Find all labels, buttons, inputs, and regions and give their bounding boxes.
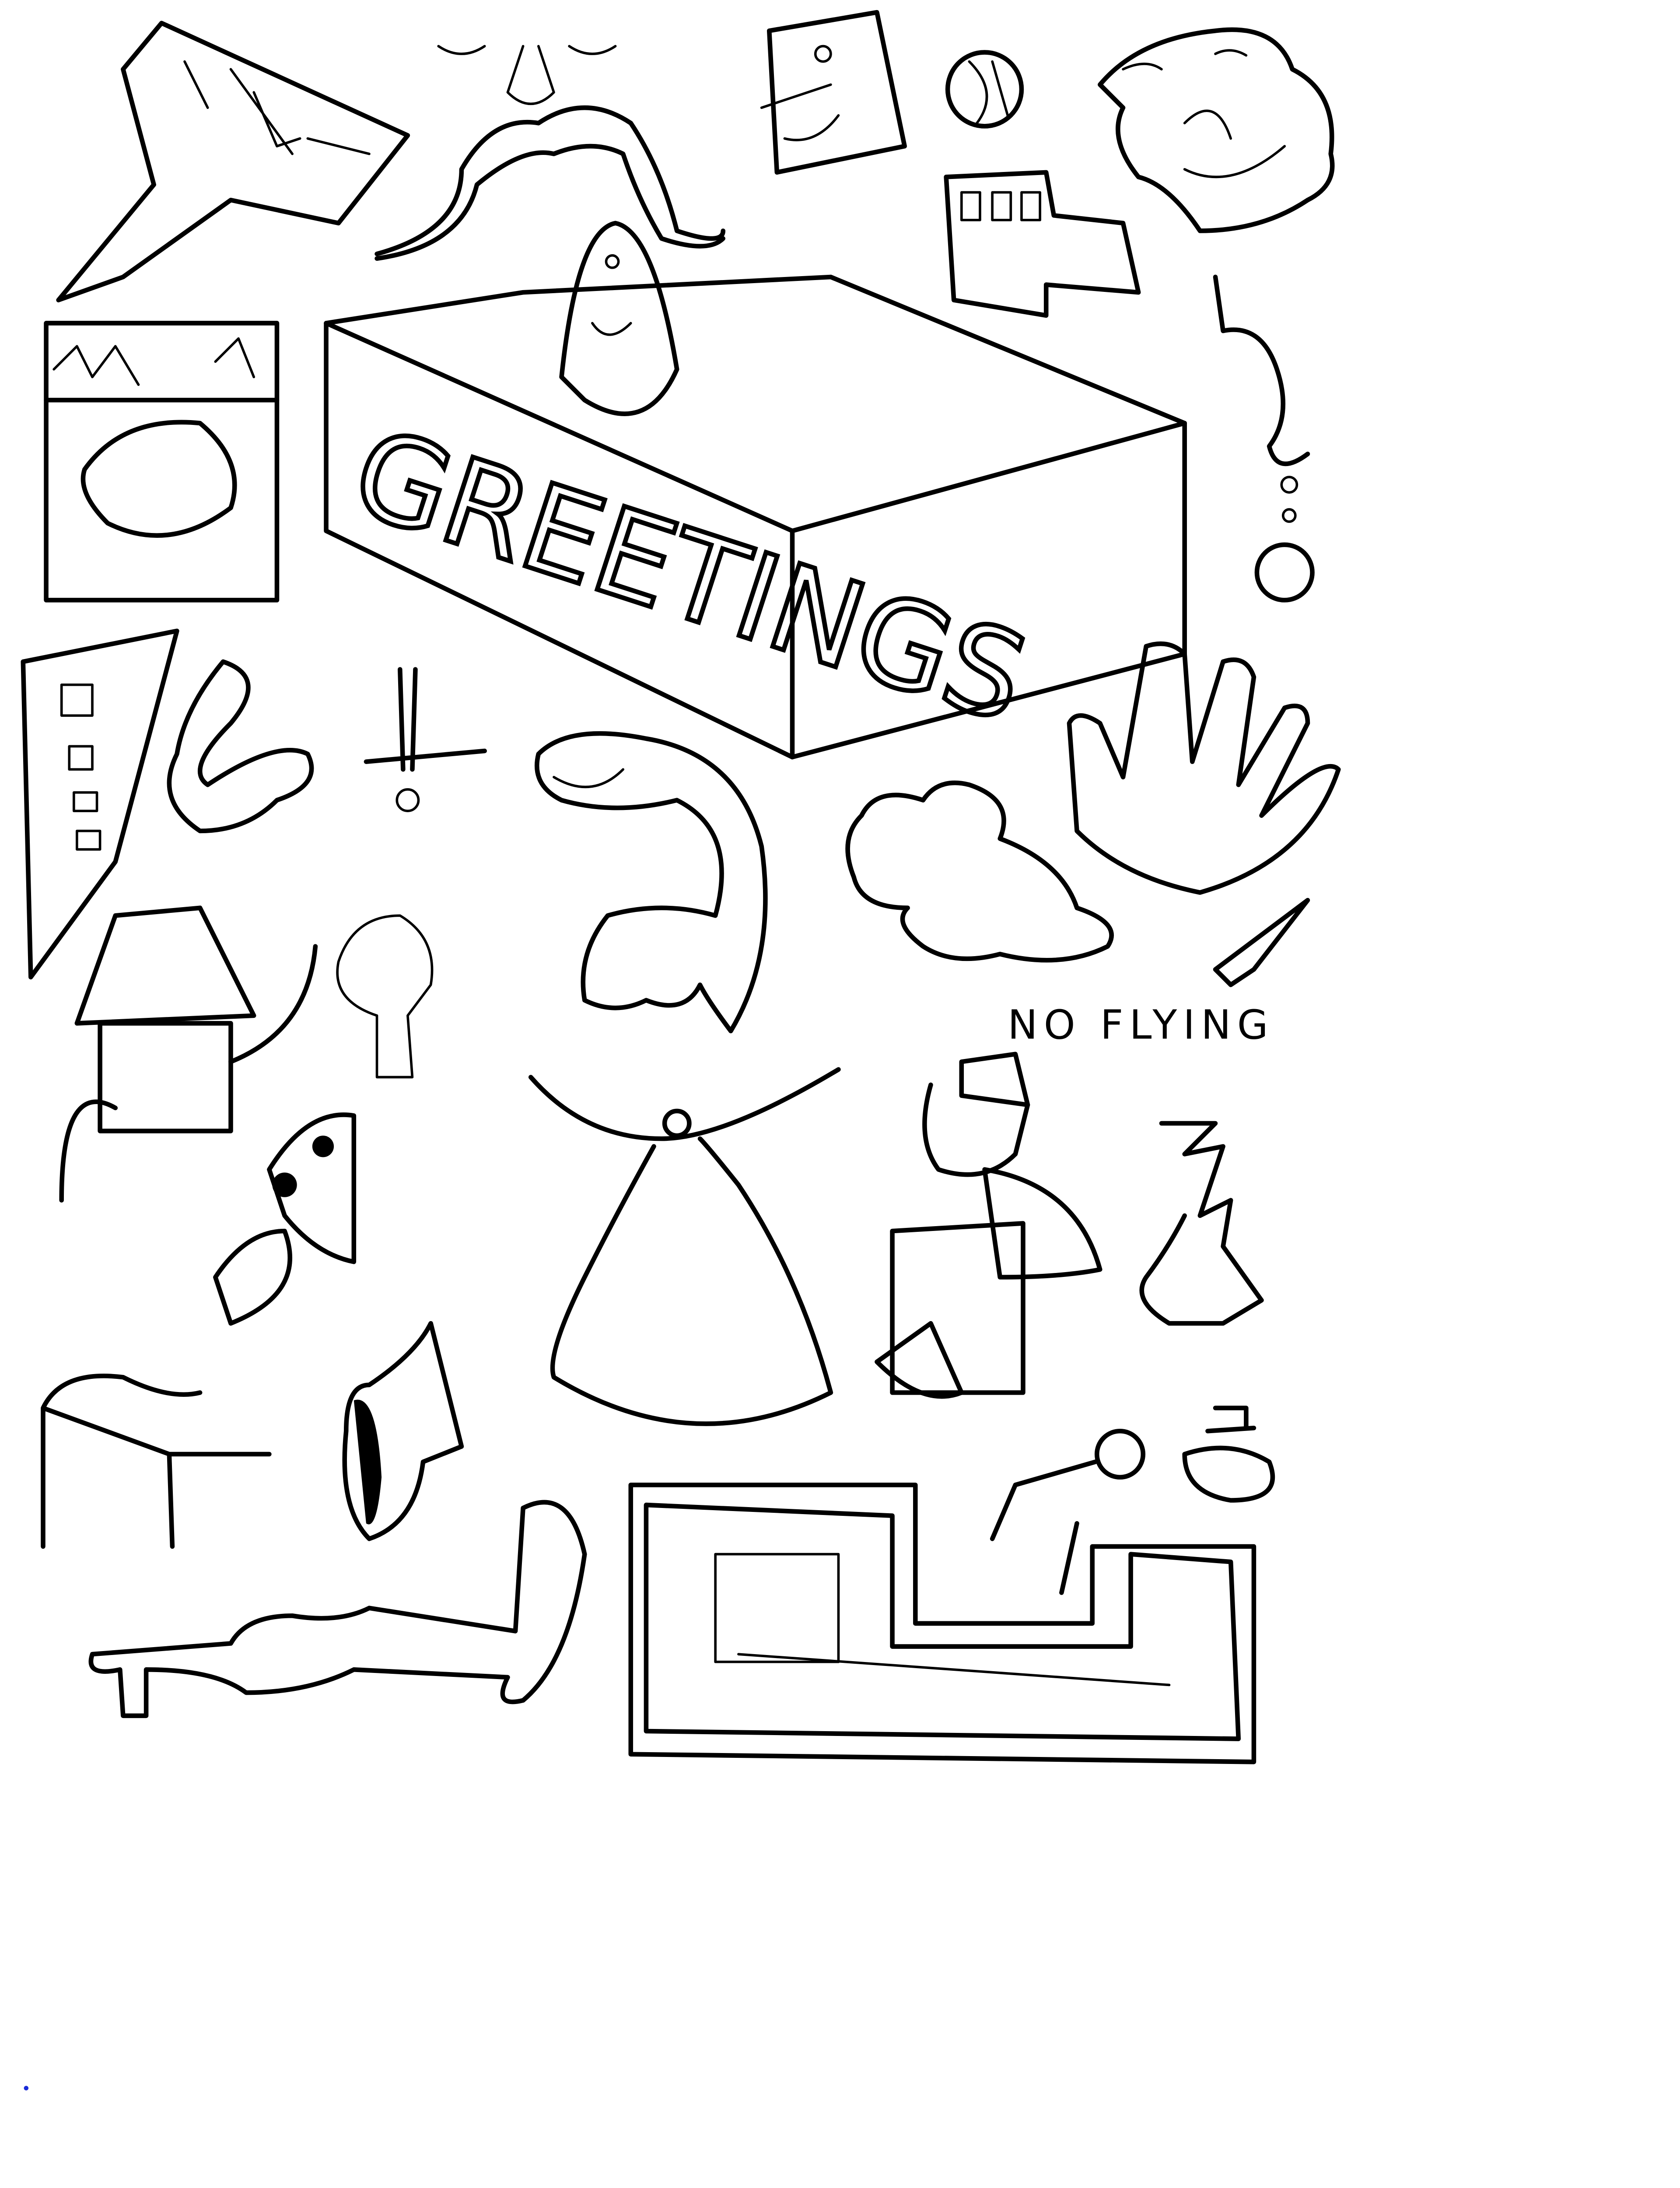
hanging-figure-doodle [364, 667, 487, 812]
greetings-text: GREETINGS [337, 402, 1042, 750]
bear-with-hat-doodle [875, 1052, 1102, 1399]
upside-down-spiky-figure [1139, 1121, 1264, 1326]
house-head-creature [59, 905, 318, 1203]
grinning-serpent-doodle [535, 731, 768, 1034]
small-smiley-figures [990, 1406, 1275, 1595]
worm-and-smiley-doodle [1213, 274, 1315, 603]
tall-building-sign-doodle [21, 628, 179, 980]
pointed-nose-face-doodle [56, 21, 410, 302]
spotted-creature-doodle [213, 1112, 357, 1326]
rocket-doodle [1213, 898, 1310, 987]
square-head-doodle [760, 10, 907, 175]
pool-box-doodle [41, 1374, 272, 1549]
long-leg-with-foot [88, 1500, 587, 1718]
swirly-worm-doodle [167, 659, 314, 834]
round-shell-doodle [945, 50, 1024, 129]
small-table-house-doodle [944, 170, 1141, 318]
no-flying-text: NO FLYING [1008, 1002, 1274, 1048]
mustache-face-doodle [374, 45, 726, 261]
stray-ink-dot [24, 2086, 29, 2091]
mushroom-cloud-tree-doodle [336, 914, 434, 1079]
cloud-doodle [845, 780, 1114, 963]
greetings-box: GREETINGS [324, 274, 1187, 760]
maze-structure-doodle [628, 1483, 1256, 1764]
cone-head-figure [559, 221, 679, 416]
screaming-face-doodle [342, 1321, 464, 1541]
framed-face-picture [44, 321, 280, 603]
blob-face-doodle [1098, 27, 1335, 233]
bell-dress-figure [528, 1067, 841, 1426]
giant-hand-doodle [1067, 641, 1341, 895]
